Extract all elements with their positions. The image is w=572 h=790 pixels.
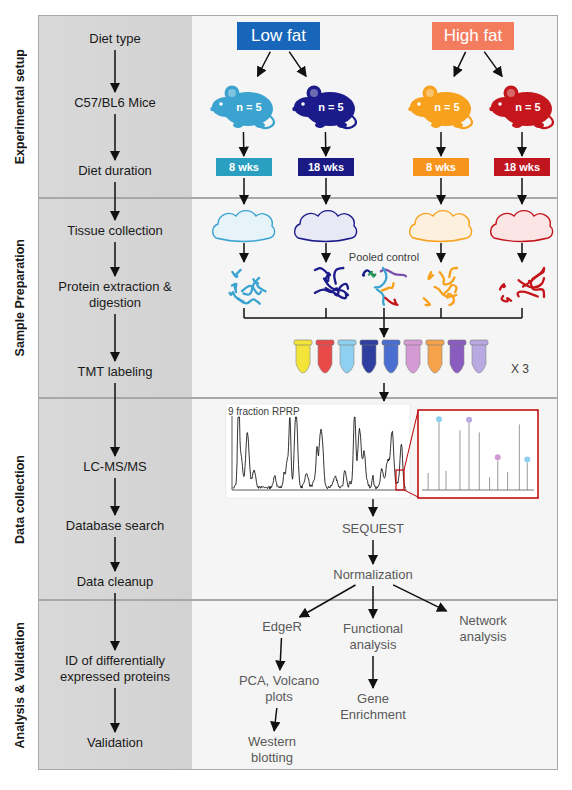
- annotation-label: X 3: [500, 362, 540, 376]
- node-text: Protein extraction & digestion: [57, 279, 173, 311]
- stage-step: Protein extraction & digestion: [57, 278, 173, 312]
- band-label-holder: Data collection: [3, 399, 37, 599]
- node-text: C57/BL6 Mice: [74, 95, 156, 111]
- node-text: Diet type: [89, 31, 140, 47]
- node-text: n = 5: [312, 101, 350, 113]
- mouse-group: n = 5: [487, 78, 557, 130]
- analysis-step: Gene Enrichment: [333, 690, 413, 724]
- stage-step: Diet type: [45, 30, 185, 48]
- stage-band: Diet type Low fat High fatC57/BL6 Mice n = …: [38, 15, 558, 198]
- stage-step: LC-MS/MS: [45, 458, 185, 476]
- annotation-label: 9 fraction RPRP: [228, 406, 338, 417]
- mouse-group: n = 5: [406, 78, 476, 130]
- node-text: Diet duration: [78, 163, 152, 179]
- analysis-step: Functional analysis: [328, 620, 418, 654]
- node-text: Validation: [87, 735, 143, 751]
- stage-step: Validation: [45, 734, 185, 752]
- diet-box: Low fat: [237, 22, 320, 50]
- duration-box: 18 wks: [298, 158, 354, 176]
- node-text: TMT labeling: [78, 364, 153, 380]
- stage-step: Tissue collection: [45, 222, 185, 240]
- node-text: 8 wks: [229, 161, 259, 173]
- node-text: PCA, Volcano plots: [238, 673, 320, 705]
- stage-step: Data cleanup: [45, 573, 185, 591]
- analysis-step: PCA, Volcano plots: [238, 672, 320, 706]
- analysis-step: EdgeR: [252, 618, 312, 636]
- stage-step: Database search: [45, 517, 185, 535]
- node-text: Database search: [66, 518, 164, 534]
- stage-band: LC-MS/MS Database search SEQUEST Data clean…: [38, 398, 558, 600]
- stage-step: ID of differentially expressed proteins: [52, 652, 178, 686]
- node-text: EdgeR: [262, 619, 302, 635]
- band-label-holder: Analysis & Validation: [3, 601, 37, 769]
- node-text: LC-MS/MS: [83, 459, 147, 475]
- node-text: ID of differentially expressed proteins: [52, 653, 178, 685]
- stage-step: Diet duration: [45, 162, 185, 180]
- duration-box: 18 wks: [494, 158, 550, 176]
- stage-step: TMT labeling: [45, 363, 185, 381]
- node-text: SEQUEST: [342, 521, 404, 537]
- stage-band: ID of differentially expressed proteins E…: [38, 600, 558, 770]
- node-text: Data cleanup: [77, 574, 154, 590]
- band-label: Data collection: [13, 455, 27, 544]
- node-text: Western blotting: [237, 734, 307, 766]
- diet-box: High fat: [432, 22, 514, 50]
- node-text: 18 wks: [308, 161, 344, 173]
- band-label: Experimental setup: [13, 49, 27, 164]
- analysis-step: Normalization: [318, 566, 428, 584]
- mouse-group: n = 5: [290, 78, 360, 130]
- band-label: Sample Preparation: [13, 239, 27, 356]
- annotation-label: Pooled control: [338, 251, 430, 263]
- node-text: Low fat: [251, 26, 306, 46]
- node-text: n = 5: [428, 101, 466, 113]
- band-label-holder: Experimental setup: [3, 16, 37, 197]
- analysis-step: Western blotting: [237, 733, 307, 767]
- analysis-step: SEQUEST: [328, 520, 418, 538]
- node-text: Network analysis: [445, 613, 521, 645]
- node-text: 8 wks: [426, 161, 456, 173]
- duration-box: 8 wks: [413, 158, 469, 176]
- analysis-step: Network analysis: [445, 612, 521, 646]
- node-text: n = 5: [509, 101, 547, 113]
- mouse-group: n = 5: [208, 78, 278, 130]
- node-text: Functional analysis: [328, 621, 418, 653]
- duration-box: 8 wks: [216, 158, 272, 176]
- node-text: Normalization: [333, 567, 412, 583]
- band-label-holder: Sample Preparation: [3, 199, 37, 397]
- node-text: High fat: [444, 26, 503, 46]
- node-text: Tissue collection: [67, 223, 163, 239]
- node-text: 18 wks: [504, 161, 540, 173]
- node-text: n = 5: [230, 101, 268, 113]
- band-label: Analysis & Validation: [13, 622, 27, 748]
- stage-band: Tissue collectionProtein extraction & di…: [38, 198, 558, 398]
- node-text: Gene Enrichment: [333, 691, 413, 723]
- stage-step: C57/BL6 Mice: [45, 94, 185, 112]
